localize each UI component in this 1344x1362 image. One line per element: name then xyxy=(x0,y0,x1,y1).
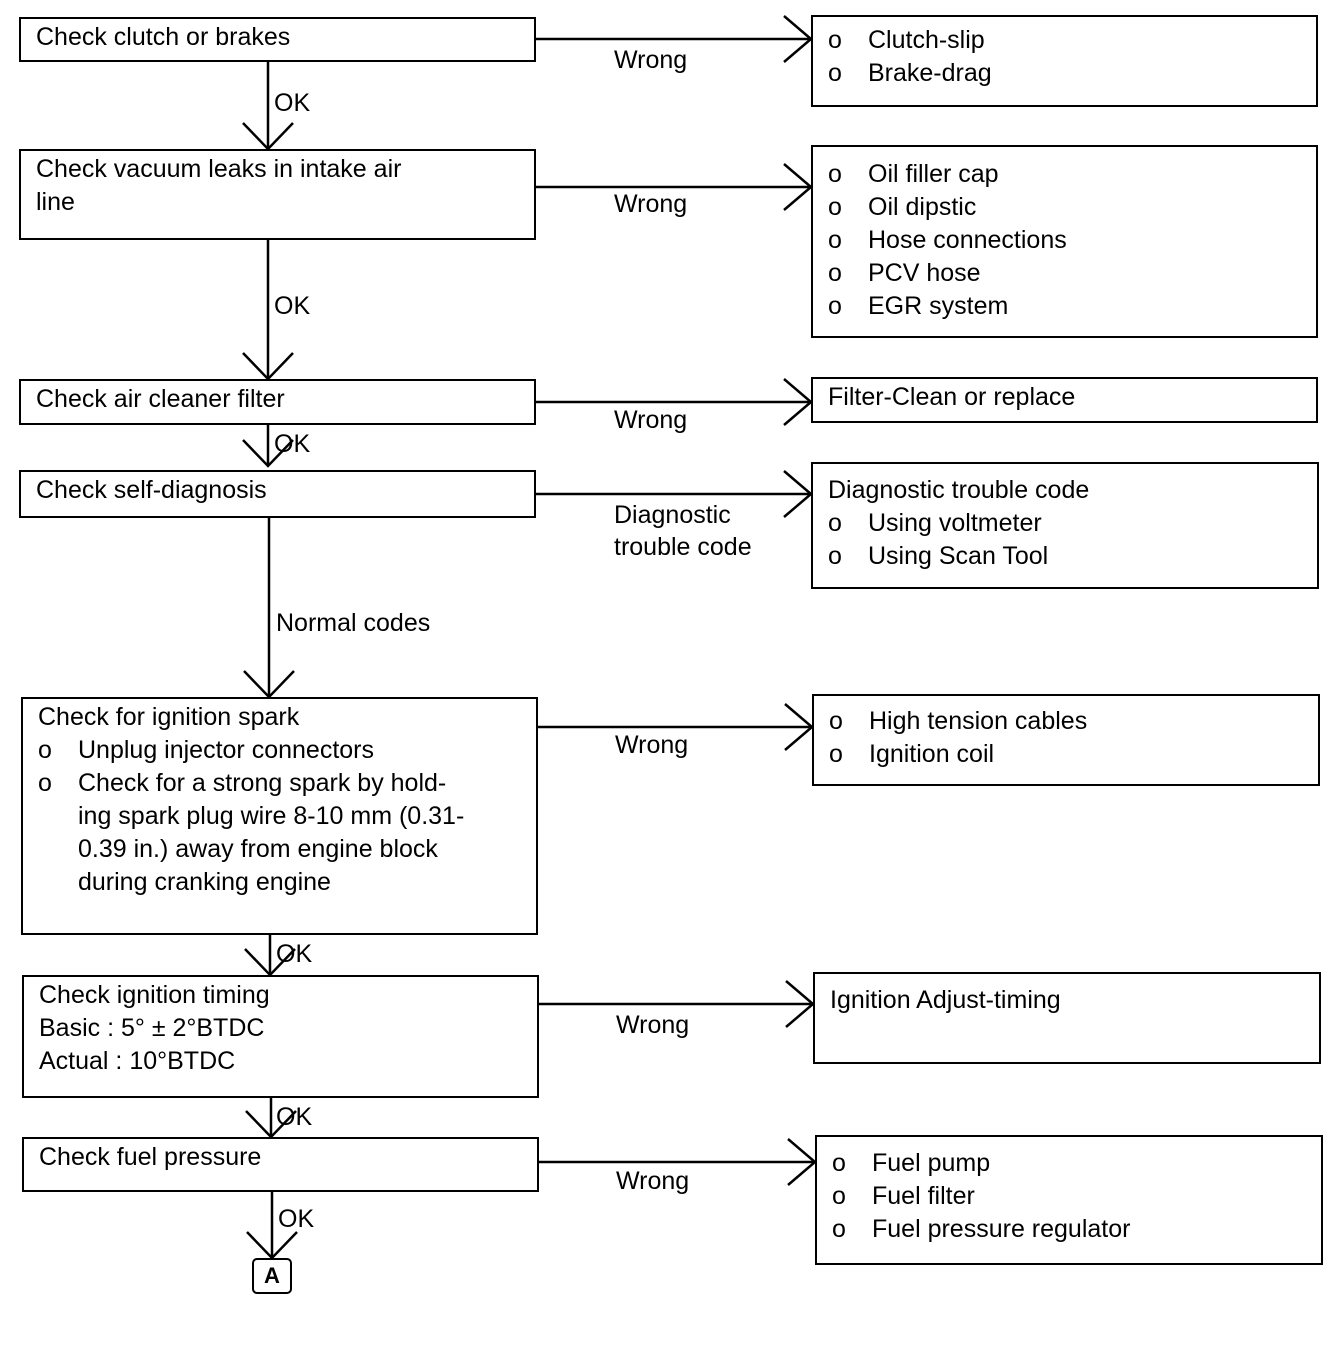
label-ok: OK xyxy=(274,89,311,117)
box-line: Check clutch or brakes xyxy=(36,23,291,51)
box-line: Ignition Adjust-timing xyxy=(830,986,1061,1014)
step-check-clutch-brakes: Check clutch or brakes xyxy=(19,17,536,62)
result-fuel-parts: Fuel pumpFuel filterFuel pressure regula… xyxy=(815,1135,1323,1265)
connector-a: A xyxy=(252,1258,292,1294)
step-check-air-cleaner: Check air cleaner filter xyxy=(19,379,536,425)
bullet-item: Oil dipstic xyxy=(828,191,1316,224)
label-normal-codes: Normal codes xyxy=(276,609,431,637)
label-ok: OK xyxy=(276,1103,313,1131)
label-ok: OK xyxy=(278,1205,315,1233)
result-clutch-brake: Clutch-slipBrake-drag xyxy=(811,15,1318,107)
box-line: Basic : 5° ± 2°BTDC xyxy=(39,1014,265,1042)
bullet-item: Using voltmeter xyxy=(828,507,1317,540)
label-wrong: Wrong xyxy=(614,46,688,74)
bullet-list: Fuel pumpFuel filterFuel pressure regula… xyxy=(832,1147,1321,1246)
bullet-list: Using voltmeterUsing Scan Tool xyxy=(828,507,1317,573)
box-line: Check fuel pressure xyxy=(39,1143,262,1171)
step-check-fuel-pressure: Check fuel pressure xyxy=(22,1137,539,1192)
bullet-item: Using Scan Tool xyxy=(828,540,1317,573)
box-line: Check ignition timing xyxy=(39,981,270,1009)
bullet-item: High tension cables xyxy=(829,705,1318,738)
label-wrong: Wrong xyxy=(614,190,688,218)
bullet-item: Brake-drag xyxy=(828,57,1316,90)
box-line: Filter-Clean or replace xyxy=(828,383,1076,411)
box-line: line xyxy=(36,188,75,216)
bullet-item: Fuel pressure regulator xyxy=(832,1213,1321,1246)
result-ignition-adjust: Ignition Adjust-timing xyxy=(813,972,1321,1064)
bullet-item: Oil filler cap xyxy=(828,158,1316,191)
label-wrong: Wrong xyxy=(616,1167,690,1195)
label-wrong: Wrong xyxy=(616,1011,690,1039)
bullet-item: Unplug injector connectors xyxy=(38,734,536,767)
bullet-item: Fuel filter xyxy=(832,1180,1321,1213)
label-ok: OK xyxy=(274,292,311,320)
step-check-vacuum-leaks: Check vacuum leaks in intake air line xyxy=(19,149,536,240)
box-line: Check air cleaner filter xyxy=(36,385,285,413)
result-diagnostic-code: Diagnostic trouble codeUsing voltmeterUs… xyxy=(811,462,1319,589)
label-wrong: Wrong xyxy=(615,731,689,759)
box-line: Diagnostic trouble code xyxy=(828,476,1090,504)
label-wrong: Wrong xyxy=(614,406,688,434)
bullet-item: EGR system xyxy=(828,290,1316,323)
step-check-self-diagnosis: Check self-diagnosis xyxy=(19,470,536,518)
label-ok: OK xyxy=(274,430,311,458)
bullet-item: Ignition coil xyxy=(829,738,1318,771)
bullet-list: Unplug injector connectorsCheck for a st… xyxy=(38,734,536,899)
step-check-ignition-spark: Check for ignition sparkUnplug injector … xyxy=(21,697,538,935)
bullet-item: Clutch-slip xyxy=(828,24,1316,57)
arrow-head-down xyxy=(242,439,294,468)
result-filter: Filter-Clean or replace xyxy=(811,377,1318,423)
bullet-item: Check for a strong spark by hold-ing spa… xyxy=(38,767,536,899)
bullet-list: Clutch-slipBrake-drag xyxy=(828,24,1316,90)
bullet-list: High tension cablesIgnition coil xyxy=(829,705,1318,771)
bullet-item: Hose connections xyxy=(828,224,1316,257)
bullet-item: Fuel pump xyxy=(832,1147,1321,1180)
box-line: Check vacuum leaks in intake air xyxy=(36,155,402,183)
bullet-list: Oil filler capOil dipsticHose connection… xyxy=(828,158,1316,323)
box-line: Check self-diagnosis xyxy=(36,476,267,504)
result-ignition-parts: High tension cablesIgnition coil xyxy=(812,694,1320,786)
box-line: Check for ignition spark xyxy=(38,703,300,731)
bullet-item: PCV hose xyxy=(828,257,1316,290)
result-vacuum-leak-points: Oil filler capOil dipsticHose connection… xyxy=(811,145,1318,338)
box-line: Actual : 10°BTDC xyxy=(39,1047,236,1075)
label-ok: OK xyxy=(276,940,313,968)
